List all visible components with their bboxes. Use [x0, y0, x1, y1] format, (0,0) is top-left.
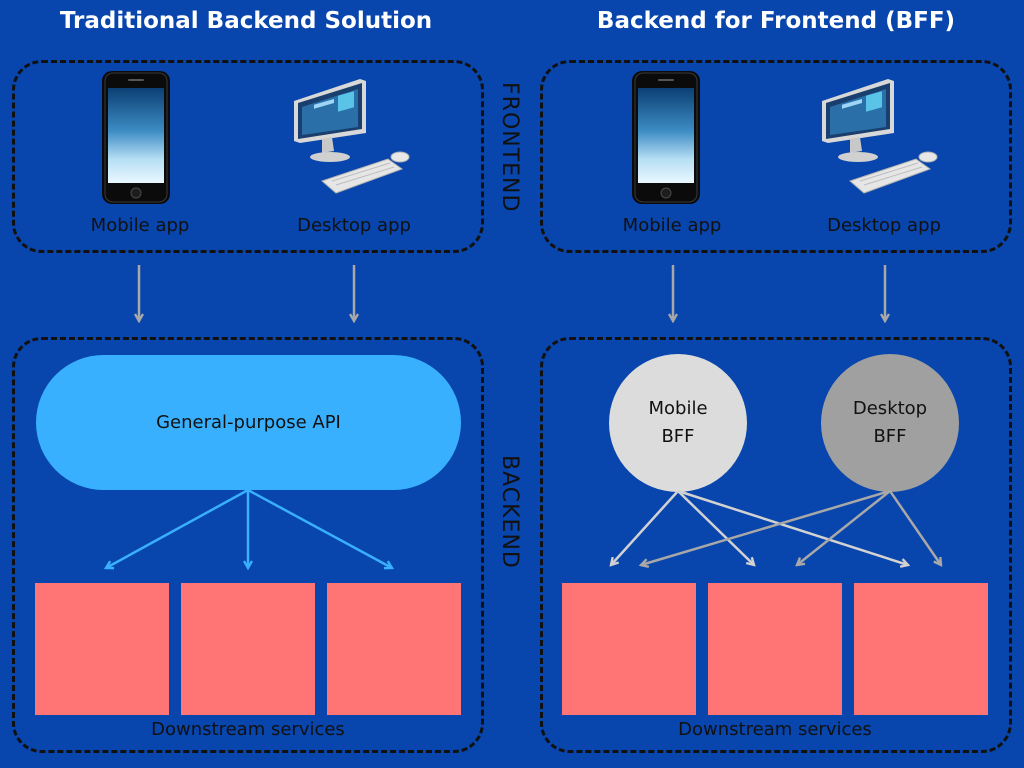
desktop-bff-line1: Desktop	[852, 398, 928, 419]
arrow-desktop-bff-to-service-1	[641, 489, 891, 565]
right-downstream-label: Downstream services	[678, 719, 872, 740]
right-frontend-box	[540, 60, 1012, 253]
right-backend-box	[540, 337, 1012, 753]
mobile-phone-icon	[102, 71, 170, 204]
left-mobile-label: Mobile app	[90, 215, 190, 236]
frontend-side-label: FRONTEND	[497, 82, 522, 213]
desktop-bff-line2: BFF	[873, 426, 907, 447]
left-downstream-label: Downstream services	[151, 719, 345, 740]
left-frontend-box	[12, 60, 484, 253]
bff-title: Backend for Frontend (BFF)	[596, 8, 956, 34]
downstream-service	[181, 583, 315, 715]
desktop-bff: Desktop BFF	[821, 354, 959, 492]
downstream-service	[562, 583, 696, 715]
downstream-service	[35, 583, 169, 715]
arrow-mobile-bff-to-service-1	[611, 490, 679, 565]
arrow-mobile-bff-to-service-3	[677, 489, 908, 565]
backend-side-label: BACKEND	[497, 455, 522, 569]
arrow-desktop-bff-to-service-3	[888, 490, 941, 565]
downstream-service	[854, 583, 988, 715]
left-desktop-label: Desktop app	[297, 215, 411, 236]
desktop-computer-icon	[294, 79, 410, 194]
downstream-service	[327, 583, 461, 715]
mobile-phone-icon	[632, 71, 700, 204]
desktop-computer-icon	[822, 79, 938, 194]
general-purpose-api: General-purpose API	[36, 355, 461, 490]
mobile-bff-line2: BFF	[661, 426, 695, 447]
traditional-title: Traditional Backend Solution	[59, 8, 433, 34]
arrow-desktop-bff-to-service-2	[797, 490, 891, 565]
mobile-bff: Mobile BFF	[609, 354, 747, 492]
arrow-api-to-service-3	[247, 488, 392, 568]
arrow-api-to-service-1	[106, 488, 249, 568]
arrow-mobile-bff-to-service-2	[677, 490, 754, 565]
right-mobile-label: Mobile app	[622, 215, 722, 236]
downstream-service	[708, 583, 842, 715]
general-purpose-api-label: General-purpose API	[156, 412, 341, 433]
right-desktop-label: Desktop app	[827, 215, 941, 236]
left-backend-box	[12, 337, 484, 753]
mobile-bff-line1: Mobile	[648, 398, 708, 419]
